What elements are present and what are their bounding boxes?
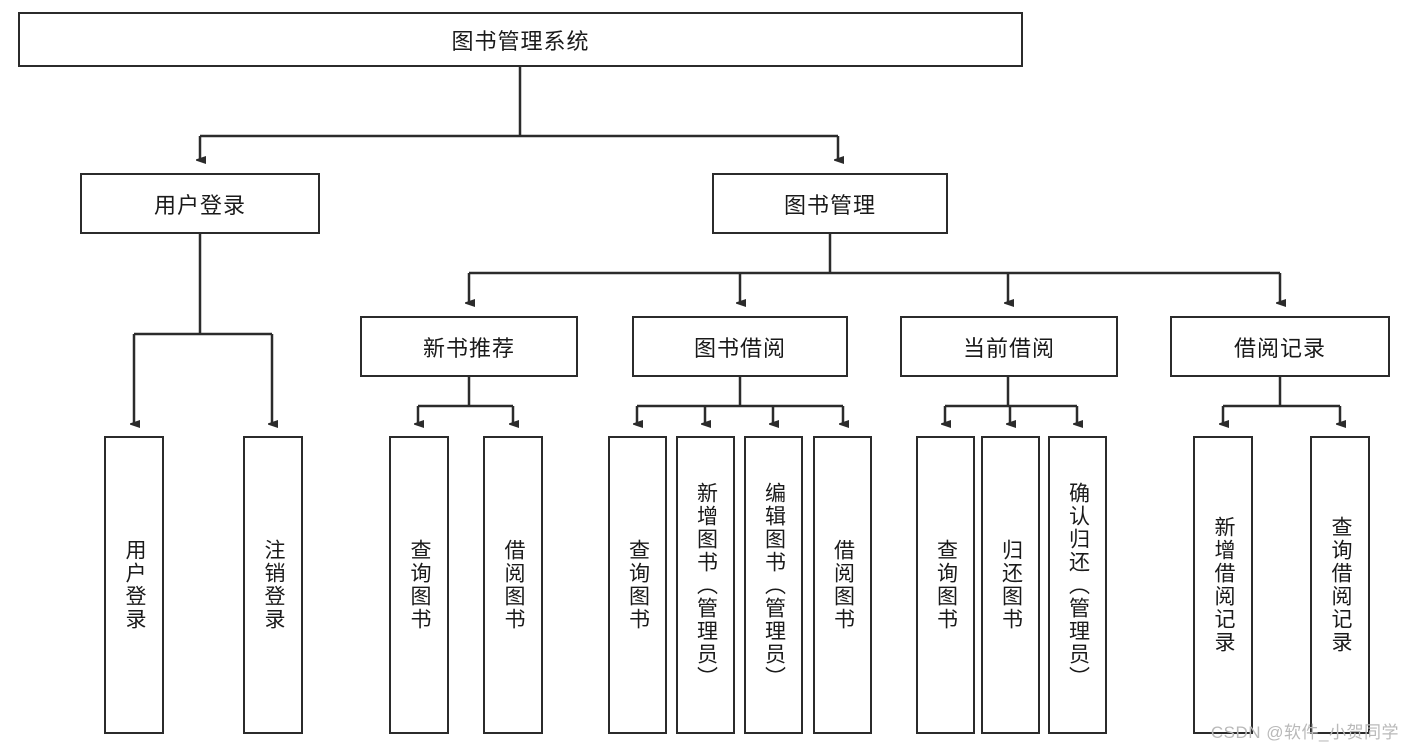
leaf-borrow-book-recommend[interactable]: 借阅图书: [483, 436, 543, 734]
node-root-label: 图书管理系统: [451, 28, 590, 54]
leaf-query-borrow-record-label: 查询借阅记录: [1329, 516, 1353, 654]
leaf-return-book[interactable]: 归还图书: [981, 436, 1040, 734]
leaf-user-login-label: 用户登录: [123, 539, 147, 631]
node-user-login[interactable]: 用户登录: [80, 173, 320, 234]
leaf-borrow-book[interactable]: 借阅图书: [813, 436, 872, 734]
node-book-management[interactable]: 图书管理: [712, 173, 948, 234]
leaf-add-borrow-record[interactable]: 新增借阅记录: [1193, 436, 1253, 734]
leaf-logout-label: 注销登录: [262, 539, 286, 631]
leaf-query-book-borrow[interactable]: 查询图书: [608, 436, 667, 734]
leaf-confirm-return-admin-label: 确认归还（管理员）: [1066, 481, 1090, 689]
leaf-query-book-recommend-label: 查询图书: [408, 539, 432, 631]
leaf-add-book-admin-label: 新增图书（管理员）: [694, 481, 718, 689]
leaf-query-book-borrow-label: 查询图书: [626, 539, 650, 631]
leaf-return-book-label: 归还图书: [999, 539, 1023, 631]
leaf-add-book-admin[interactable]: 新增图书（管理员）: [676, 436, 735, 734]
node-borrow-records[interactable]: 借阅记录: [1170, 316, 1390, 377]
leaf-query-borrow-record[interactable]: 查询借阅记录: [1310, 436, 1370, 734]
leaf-logout[interactable]: 注销登录: [243, 436, 303, 734]
leaf-query-book-recommend[interactable]: 查询图书: [389, 436, 449, 734]
node-book-borrow-label: 图书借阅: [693, 335, 786, 361]
node-new-book-recommend-label: 新书推荐: [422, 335, 515, 361]
leaf-borrow-book-recommend-label: 借阅图书: [502, 539, 526, 631]
leaf-user-login[interactable]: 用户登录: [104, 436, 164, 734]
node-root[interactable]: 图书管理系统: [18, 12, 1023, 67]
node-current-borrow[interactable]: 当前借阅: [900, 316, 1118, 377]
node-book-borrow[interactable]: 图书借阅: [632, 316, 848, 377]
node-new-book-recommend[interactable]: 新书推荐: [360, 316, 578, 377]
leaf-query-book-current[interactable]: 查询图书: [916, 436, 975, 734]
leaf-edit-book-admin[interactable]: 编辑图书（管理员）: [744, 436, 803, 734]
leaf-borrow-book-label: 借阅图书: [831, 539, 855, 631]
node-current-borrow-label: 当前借阅: [962, 335, 1055, 361]
leaf-add-borrow-record-label: 新增借阅记录: [1212, 516, 1236, 654]
node-user-login-label: 用户登录: [153, 192, 246, 218]
leaf-query-book-current-label: 查询图书: [934, 539, 958, 631]
leaf-confirm-return-admin[interactable]: 确认归还（管理员）: [1048, 436, 1107, 734]
watermark-text: CSDN @软件_小贺同学: [1210, 723, 1399, 742]
leaf-edit-book-admin-label: 编辑图书（管理员）: [762, 481, 786, 689]
node-book-management-label: 图书管理: [783, 192, 876, 218]
node-borrow-records-label: 借阅记录: [1233, 335, 1326, 361]
